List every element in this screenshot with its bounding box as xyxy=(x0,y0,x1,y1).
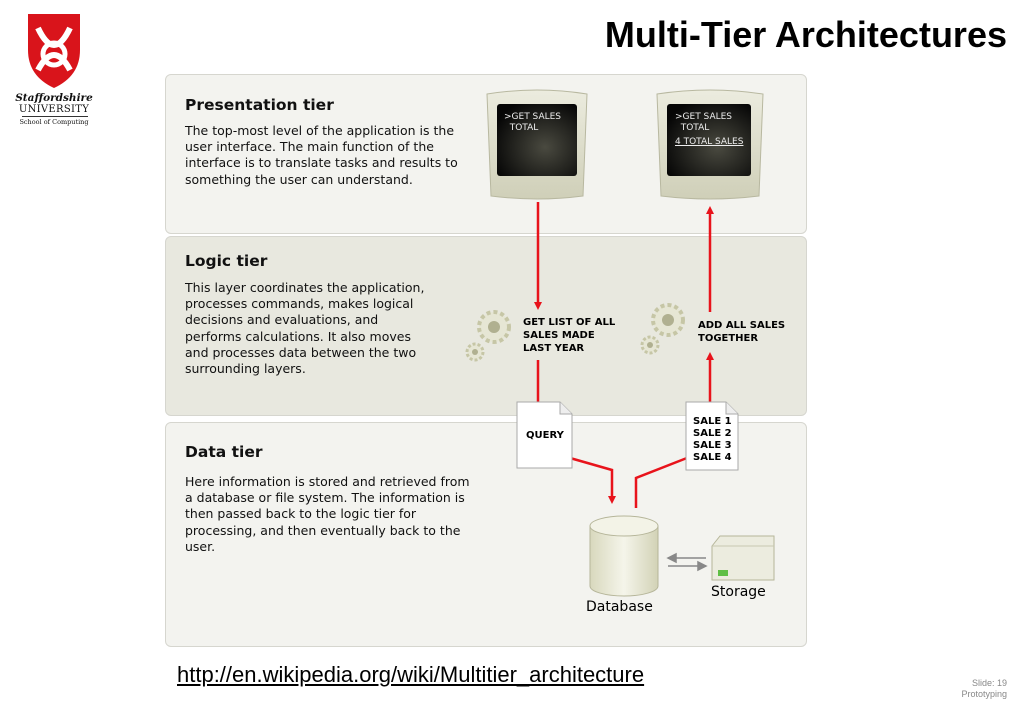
storage-icon xyxy=(711,535,775,581)
university-logo: Staffordshire UNIVERSITY School of Compu… xyxy=(8,6,93,126)
right-monitor-icon xyxy=(656,89,764,200)
database-icon xyxy=(589,515,659,597)
slide-number: Slide: 19 xyxy=(971,678,1007,688)
sales-document-icon xyxy=(685,401,739,471)
right-screen-result: 4 TOTAL SALES xyxy=(675,137,744,147)
query-arrow xyxy=(536,360,616,504)
storage-label: Storage xyxy=(711,584,766,600)
presentation-tier-heading: Presentation tier xyxy=(185,96,334,114)
sales-label: SALE 1 SALE 2 SALE 3 SALE 4 xyxy=(693,416,732,463)
presentation-tier-description: The top-most level of the application is… xyxy=(185,123,458,187)
logo-name: Staffordshire xyxy=(15,92,93,104)
right-screen-text: >GET SALES TOTAL xyxy=(675,112,733,133)
logic-tier-description: This layer coordinates the application, … xyxy=(185,280,425,377)
sync-arrows-icon xyxy=(666,552,708,572)
result-arrow xyxy=(634,454,693,508)
data-tier-heading: Data tier xyxy=(185,443,263,461)
logic-label-left: GET LIST OF ALL SALES MADE LAST YEAR xyxy=(523,317,616,354)
gear-icon-right xyxy=(640,303,685,355)
slide-section: Prototyping xyxy=(961,689,1007,699)
query-label: QUERY xyxy=(526,430,564,441)
left-monitor-icon xyxy=(486,89,588,200)
logic-tier-heading: Logic tier xyxy=(185,252,268,270)
knot-logo-icon xyxy=(28,14,80,88)
logo-line2: UNIVERSITY xyxy=(18,104,90,115)
logic-label-right: ADD ALL SALES TOGETHER xyxy=(698,320,786,344)
data-tier-description: Here information is stored and retrieved… xyxy=(185,474,470,554)
database-label: Database xyxy=(586,599,653,615)
query-document-icon xyxy=(516,401,573,469)
logo-line3: School of Computing xyxy=(19,118,89,126)
left-screen-text: >GET SALES TOTAL xyxy=(504,112,562,133)
logo-divider xyxy=(22,116,88,117)
gear-icon-left xyxy=(465,310,511,362)
slide-footer: Slide: 19 Prototyping xyxy=(961,678,1007,700)
source-link[interactable]: http://en.wikipedia.org/wiki/Multitier_a… xyxy=(177,662,645,687)
slide-title: Multi-Tier Architectures xyxy=(604,14,1007,55)
